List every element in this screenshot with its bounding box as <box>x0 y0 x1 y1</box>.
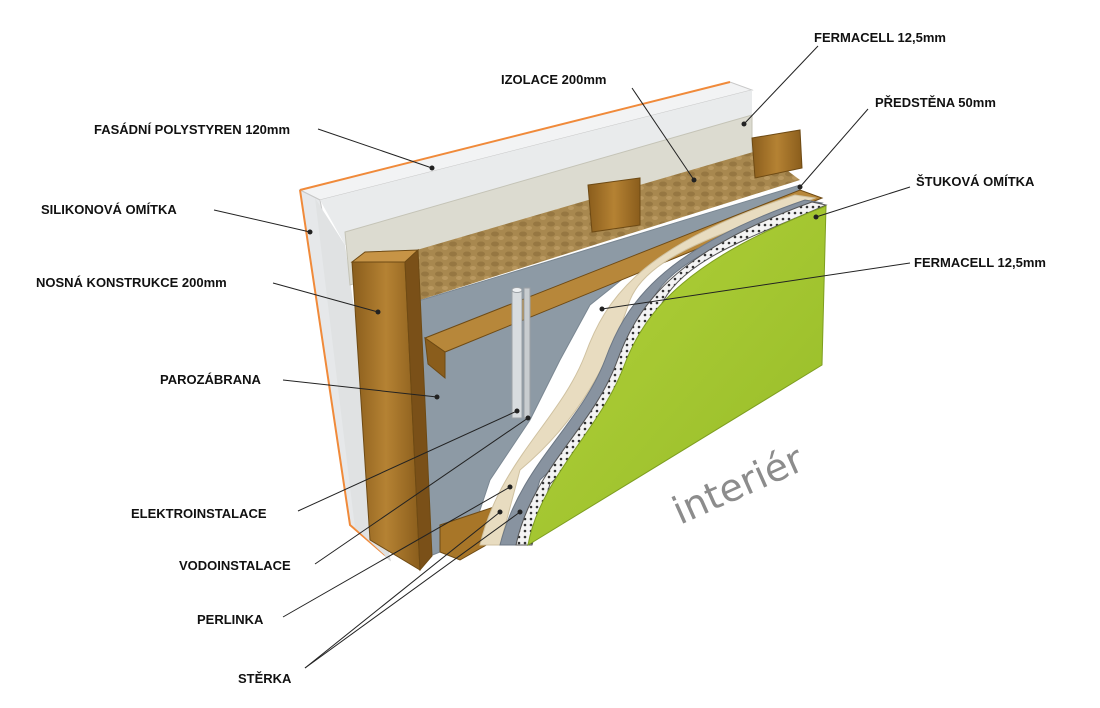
label-fermacell-top: FERMACELL 12,5mm <box>814 30 946 45</box>
water-pipe <box>511 289 523 419</box>
insulation-layer <box>355 150 800 330</box>
label-insulation: IZOLACE 200mm <box>501 72 606 87</box>
facade-polystyrene-face <box>320 90 752 245</box>
wall-illustration <box>298 81 828 572</box>
label-pre-wall: PŘEDSTĚNA 50mm <box>875 95 996 110</box>
skim-coat-layer <box>499 199 824 546</box>
leader-lines <box>213 45 911 669</box>
label-water: VODOINSTALACE <box>179 558 291 573</box>
label-silicone-render: SILIKONOVÁ OMÍTKA <box>41 202 177 217</box>
plaster-layer <box>479 194 817 546</box>
label-stucco: ŠTUKOVÁ OMÍTKA <box>916 174 1035 189</box>
fermacell-front-board <box>527 205 827 547</box>
mesh-layer <box>515 201 828 546</box>
electro-conduit <box>523 287 531 419</box>
label-electro: ELEKTROINSTALACE <box>131 506 267 521</box>
interior-label: interiér <box>666 437 810 534</box>
label-fermacell-right: FERMACELL 12,5mm <box>914 255 1046 270</box>
stud-top-right <box>751 129 803 179</box>
label-mesh: PERLINKA <box>197 612 264 627</box>
label-skim: STĚRKA <box>238 671 292 686</box>
label-load-bearing: NOSNÁ KONSTRUKCE 200mm <box>36 275 227 290</box>
label-vapour-barrier: PAROZÁBRANA <box>160 372 261 387</box>
stud-top-middle <box>587 177 641 233</box>
silicone-render-edge <box>299 189 386 556</box>
label-facade-polystyrene: FASÁDNÍ POLYSTYREN 120mm <box>94 122 290 137</box>
labels: FASÁDNÍ POLYSTYREN 120mm SILIKONOVÁ OMÍT… <box>36 30 1046 686</box>
